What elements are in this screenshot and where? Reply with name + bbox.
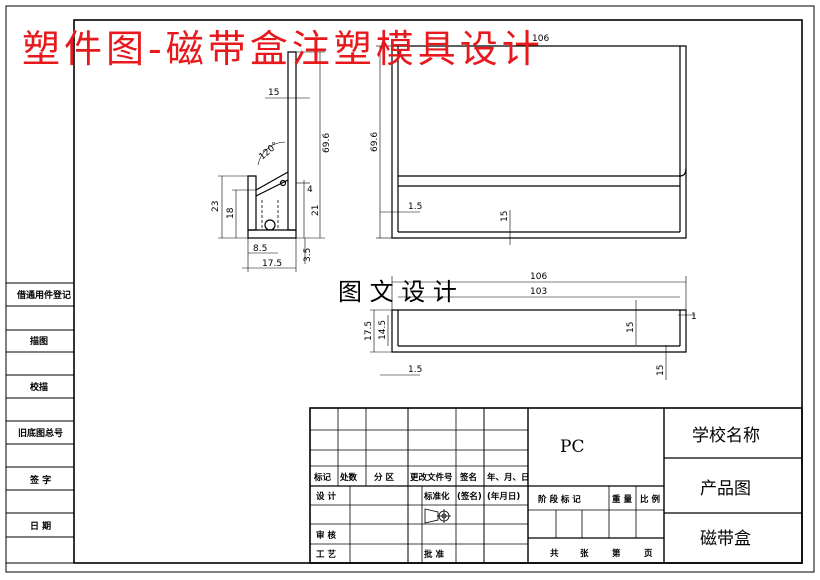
overlay-title: 塑件图-磁带盒注塑模具设计 — [22, 27, 544, 71]
tb-design: 设 计 — [316, 491, 336, 502]
dim-side-69-6: 69.6 — [322, 133, 332, 153]
label-date: 日 期 — [30, 520, 51, 532]
bottom-view — [391, 309, 687, 353]
dim-bottom-103: 103 — [530, 287, 547, 297]
tb-total: 共 — [550, 548, 559, 559]
dim-bottom-14-5: 14.5 — [378, 320, 388, 340]
tb-weight: 重 量 — [612, 494, 632, 505]
tb-standardize: 标准化 — [423, 491, 450, 502]
dim-bottom-1: 1 — [691, 312, 697, 322]
tb-signed: (签名) — [457, 491, 482, 502]
tb-page-no: 第 — [612, 548, 621, 559]
label-proofread: 校描 — [30, 381, 48, 393]
tb-count: 处数 — [339, 472, 358, 483]
tb-zone: 分 区 — [374, 472, 394, 483]
material-pc: PC — [560, 437, 584, 457]
dim-bottom-1-5: 1.5 — [408, 365, 422, 375]
label-borrow-register: 借通用件登记 — [16, 289, 71, 301]
dim-side-21: 21 — [311, 205, 321, 216]
tb-process: 工 艺 — [316, 549, 336, 560]
dim-front-69-6: 69.6 — [370, 132, 380, 152]
tb-scale: 比 例 — [640, 494, 660, 505]
dim-side-angle: 120° — [258, 141, 281, 163]
front-view-dimlines — [376, 45, 511, 245]
dim-side-3-5: 3.5 — [303, 248, 313, 262]
dim-side-18: 18 — [226, 207, 236, 219]
dim-bottom-17-5: 17.5 — [364, 321, 374, 341]
part-name: 磁带盒 — [700, 529, 751, 549]
dim-front-1-5: 1.5 — [408, 202, 422, 212]
tb-change-doc: 更改文件号 — [410, 472, 453, 483]
tb-page: 页 — [644, 549, 653, 559]
tb-approve: 批 准 — [424, 549, 444, 560]
dim-side-17-5: 17.5 — [262, 259, 282, 269]
front-view — [391, 45, 687, 239]
tb-review: 审 核 — [316, 530, 336, 541]
dim-side-8-5: 8.5 — [253, 244, 267, 254]
tb-ymd2: (年月日) — [487, 491, 520, 502]
label-old-drawing-no: 旧底图总号 — [18, 427, 63, 439]
side-panel — [5, 282, 75, 564]
dim-bottom-15b: 15 — [656, 365, 666, 376]
label-signature: 签 字 — [29, 474, 51, 486]
tb-mark: 标记 — [313, 472, 332, 483]
projection-symbol — [424, 508, 451, 524]
school-name: 学校名称 — [692, 426, 760, 446]
drawing-type: 产品图 — [700, 479, 751, 499]
dim-front-15: 15 — [500, 211, 510, 222]
dim-side-23: 23 — [211, 201, 221, 212]
tb-ymd: 年、月、日 — [487, 472, 530, 483]
dim-bottom-106: 106 — [530, 272, 547, 282]
side-view-dimlines — [218, 51, 325, 272]
title-block-grid — [309, 407, 803, 564]
tb-sheet: 张 — [580, 549, 589, 559]
tb-stage-mark: 阶 段 标 记 — [538, 494, 581, 505]
heading-text: 图 文 设 计 — [338, 278, 457, 306]
dim-side-4: 4 — [307, 185, 313, 195]
label-trace: 描图 — [30, 335, 48, 347]
dim-bottom-15: 15 — [626, 322, 636, 333]
tb-sign: 签名 — [459, 472, 477, 483]
bottom-view-dimlines — [370, 276, 695, 380]
dim-front-top: 106 — [532, 34, 549, 44]
dim-side-15: 15 — [268, 88, 279, 98]
side-view — [247, 51, 297, 239]
